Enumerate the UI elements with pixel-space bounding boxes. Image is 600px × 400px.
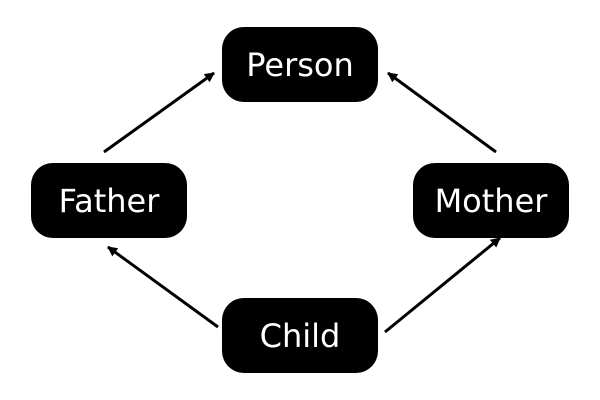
arrow-child-to-father [107, 245, 219, 329]
node-father: Father [31, 163, 187, 238]
arrow-father-to-person [103, 71, 215, 154]
node-mother: Mother [413, 163, 569, 238]
arrow-child-to-mother [384, 236, 501, 334]
arrow-mother-to-person [387, 71, 497, 154]
node-child: Child [222, 298, 378, 373]
node-person: Person [222, 27, 378, 102]
